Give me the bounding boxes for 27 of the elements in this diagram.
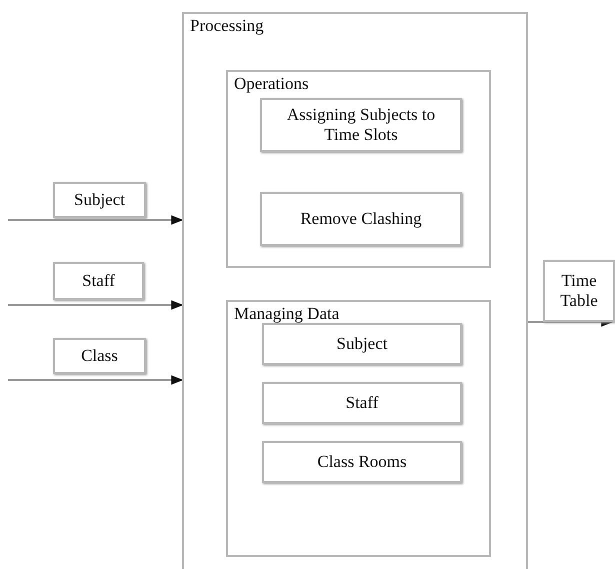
process-box bbox=[543, 260, 615, 322]
process-box bbox=[260, 192, 462, 246]
group-box bbox=[226, 300, 491, 557]
process-box bbox=[262, 382, 462, 424]
box-label: Assigning Subjects to Time Slots bbox=[286, 105, 436, 145]
box-label: Class Rooms bbox=[316, 452, 408, 472]
process-box bbox=[262, 323, 462, 365]
group-title: Managing Data bbox=[234, 304, 340, 324]
process-box bbox=[53, 262, 144, 300]
process-box bbox=[262, 441, 462, 483]
process-box bbox=[53, 338, 146, 374]
box-label: Subject bbox=[336, 334, 388, 354]
box-label: Staff bbox=[344, 393, 380, 413]
process-box bbox=[260, 98, 462, 152]
box-label: Subject bbox=[73, 190, 126, 210]
box-label: Staff bbox=[81, 271, 116, 291]
box-label: Class bbox=[80, 346, 119, 366]
arrow bbox=[8, 215, 184, 225]
group-title: Processing bbox=[190, 16, 264, 36]
group-box bbox=[226, 70, 491, 268]
process-box bbox=[53, 182, 146, 218]
box-label: Remove Clashing bbox=[299, 209, 423, 229]
group-box bbox=[182, 12, 528, 569]
arrow bbox=[8, 375, 184, 385]
box-label: Time Table bbox=[559, 271, 599, 311]
arrow bbox=[8, 300, 184, 310]
group-title: Operations bbox=[234, 74, 309, 94]
